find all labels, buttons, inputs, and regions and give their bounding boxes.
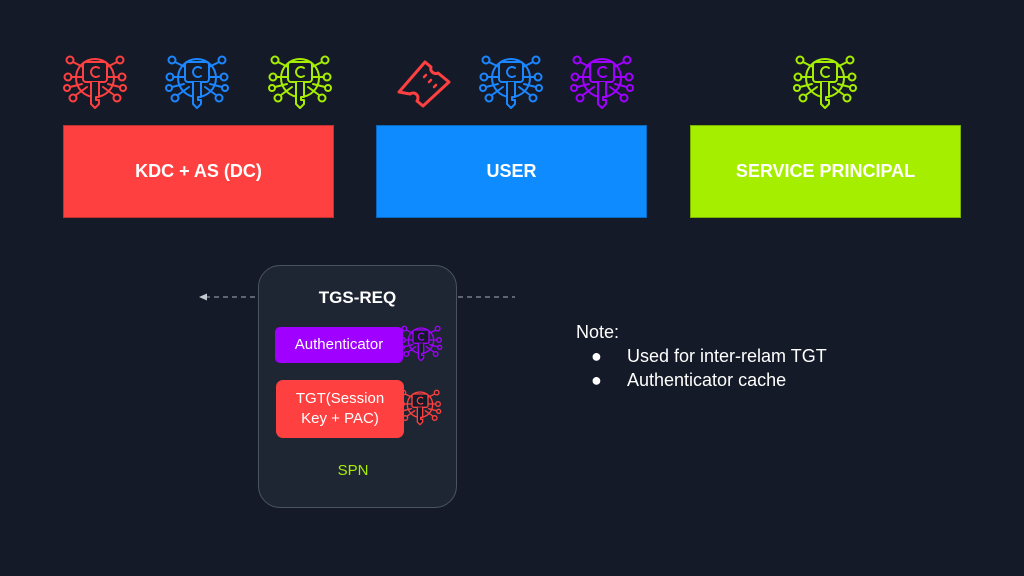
red-key-network-icon [398,388,442,433]
purple-key-network-icon [399,324,443,369]
bullet-icon: ● [591,370,602,390]
blue-key-network-icon [478,54,544,117]
green-key-network-icon [792,54,858,117]
request-arrow [199,293,515,301]
blue-key-network-icon [164,54,230,117]
green-key-network-icon [267,54,333,117]
purple-key-network-icon [569,54,635,117]
authenticator-pill: Authenticator [275,327,403,363]
service-principal-label: SERVICE PRINCIPAL [735,161,916,181]
bullet-icon: ● [591,346,602,366]
note-list: ● Used for inter-relam TGT ● Authenticat… [576,344,827,392]
arrow-head-icon [199,293,207,301]
user-box: USER [376,125,647,218]
authenticator-label: Authenticator [294,336,384,353]
note-heading: Note: [576,322,620,342]
note-item: ● Used for inter-relam TGT [576,344,827,368]
tgs-req-title: TGS-REQ [318,288,397,307]
note-item-text: Used for inter-relam TGT [627,346,827,366]
note-item: ● Authenticator cache [576,368,827,392]
tgt-label: TGT(Session Key + PAC) [295,390,385,427]
kdc-as-dc-label: KDC + AS (DC) [135,161,262,181]
note-item-text: Authenticator cache [627,370,787,390]
tgt-pill: TGT(Session Key + PAC) [276,380,404,438]
user-label: USER [486,161,537,181]
service-principal-box: SERVICE PRINCIPAL [690,125,961,218]
note: Note: ● Used for inter-relam TGT ● Authe… [576,320,827,392]
red-key-network-icon [62,54,128,117]
spn-label: SPN [337,462,369,479]
kdc-as-dc-box: KDC + AS (DC) [63,125,334,218]
red-ticket-icon [391,54,457,117]
